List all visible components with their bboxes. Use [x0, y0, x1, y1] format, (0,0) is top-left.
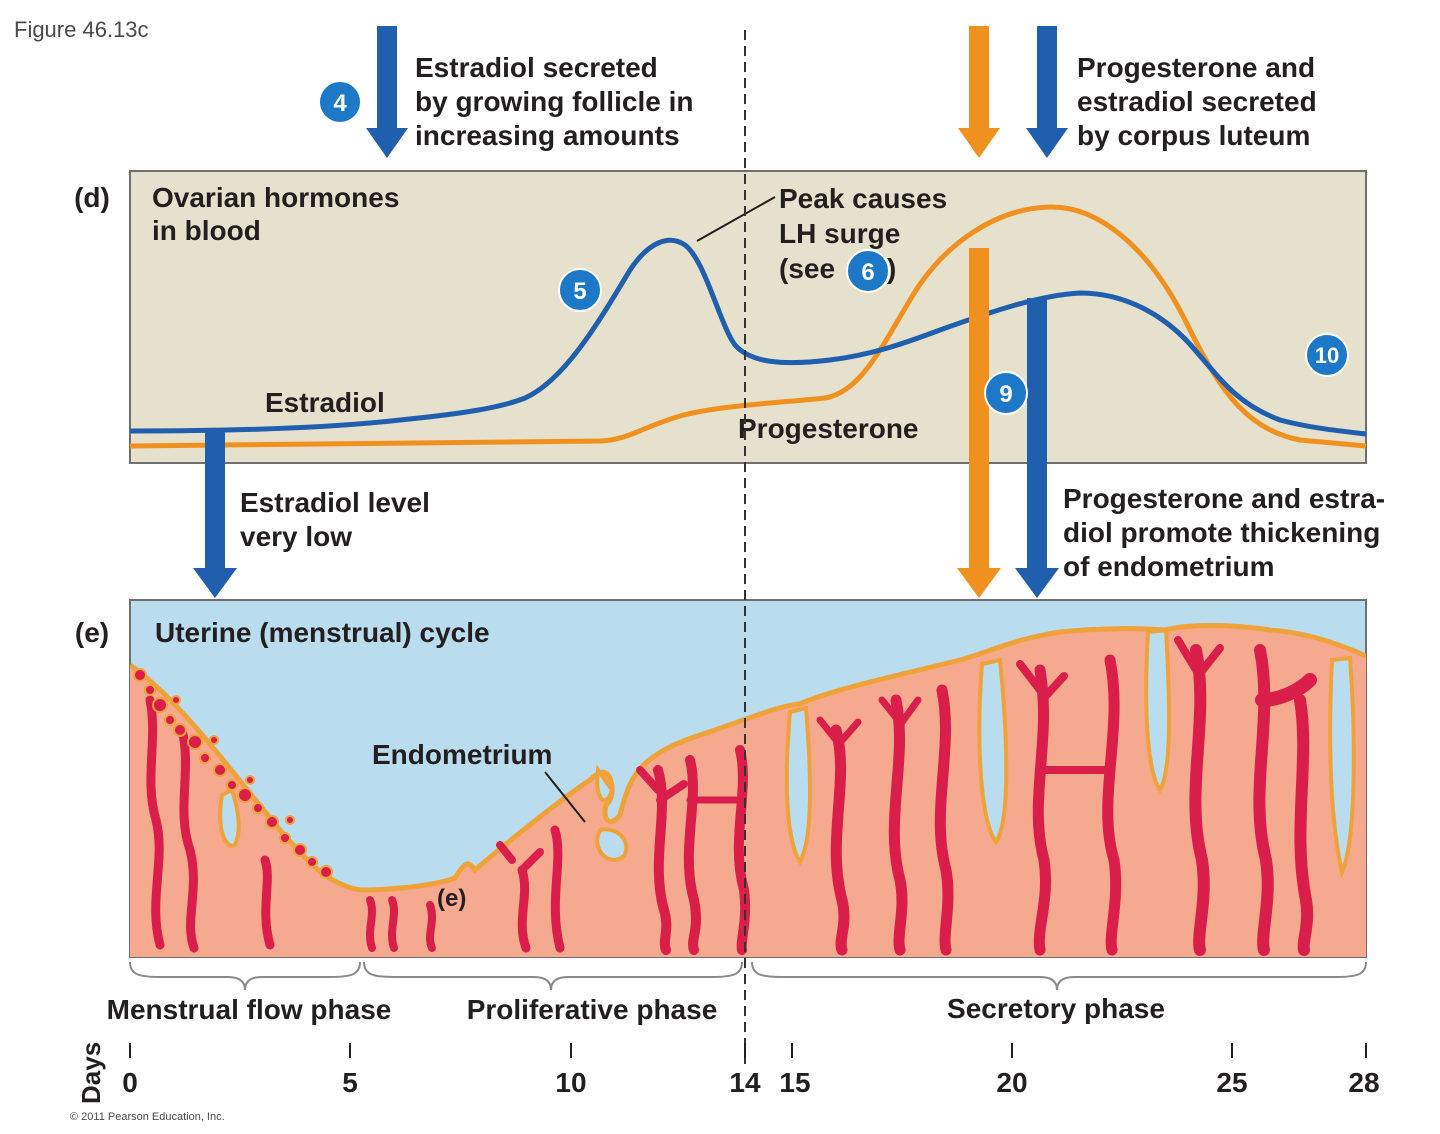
day-tick-15: 15 — [779, 1067, 810, 1098]
estradiol-curve — [130, 237, 1366, 437]
panel-e-title: Uterine (menstrual) cycle — [155, 617, 490, 648]
see-suffix: ) — [887, 253, 896, 284]
arrow-estradiol-secreted — [366, 26, 408, 158]
e-marker: (e) — [437, 885, 466, 912]
estradiol-low-line1: Estradiol level — [240, 487, 430, 518]
thickening-line2: diol promote thickening — [1063, 517, 1380, 548]
panel-d-title-line2: in blood — [152, 215, 261, 246]
day-tick-10: 10 — [555, 1067, 586, 1098]
progesterone-curve — [130, 204, 1366, 449]
phase-menstrual-flow: Menstrual flow phase — [107, 994, 392, 1025]
badge-10: 10 — [1305, 333, 1349, 377]
day-tick-20: 20 — [996, 1067, 1027, 1098]
endometrium-surface — [130, 623, 1366, 893]
day-tick-28: 28 — [1348, 1067, 1379, 1098]
badge-6: 6 — [846, 249, 890, 293]
panel-e-letter: (e) — [75, 617, 109, 648]
corpus-luteum-line3: by corpus luteum — [1077, 120, 1310, 151]
progesterone-label: Progesterone — [738, 413, 919, 444]
day-tick-0: 0 — [122, 1067, 138, 1098]
badge-4: 4 — [318, 80, 362, 124]
copyright: © 2011 Pearson Education, Inc. — [70, 1111, 225, 1123]
thickening-line1: Progesterone and estra- — [1063, 483, 1385, 514]
estradiol-secreted-line2: by growing follicle in — [415, 86, 693, 117]
day-tick-14: 14 — [729, 1067, 761, 1098]
endometrium-leader-line — [544, 771, 586, 823]
svg-text:5: 5 — [573, 278, 586, 305]
svg-text:10: 10 — [1315, 343, 1339, 368]
corpus-luteum-line1: Progesterone and — [1077, 52, 1315, 83]
peak-label-line2: LH surge — [779, 218, 900, 249]
svg-text:4: 4 — [333, 90, 347, 117]
panel-d-title-line1: Ovarian hormones — [152, 182, 399, 213]
see-prefix: (see — [779, 253, 835, 284]
phase-braces — [129, 961, 1367, 991]
panel-d-letter: (d) — [74, 182, 110, 213]
menstrual-debris — [133, 668, 333, 879]
days-axis-ticks — [129, 1043, 1367, 1058]
arrow-estradiol-thickening — [1015, 298, 1059, 598]
gland-folds — [218, 627, 1356, 879]
day-tick-5: 5 — [342, 1067, 358, 1098]
arrow-corpus-luteum-estradiol — [1026, 26, 1068, 158]
arrow-progesterone-secreted — [958, 26, 1000, 158]
svg-text:6: 6 — [861, 259, 874, 286]
badge-9: 9 — [984, 371, 1028, 415]
peak-leader-line — [696, 196, 776, 242]
figure-label: Figure 46.13c — [14, 17, 149, 42]
estradiol-low-line2: very low — [240, 521, 352, 552]
badge-5: 5 — [558, 268, 602, 312]
endometrium-tissue — [130, 625, 1366, 957]
phase-secretory: Secretory phase — [947, 993, 1165, 1024]
estradiol-secreted-line1: Estradiol secreted — [415, 52, 658, 83]
estradiol-label: Estradiol — [265, 387, 385, 418]
arrow-progesterone-thickening — [957, 248, 1001, 598]
endometrium-label: Endometrium — [372, 739, 552, 770]
thickening-line3: of endometrium — [1063, 551, 1275, 582]
day-tick-25: 25 — [1216, 1067, 1247, 1098]
arrow-estradiol-low — [193, 432, 237, 598]
peak-label-line1: Peak causes — [779, 183, 947, 214]
svg-text:9: 9 — [999, 381, 1012, 408]
corpus-luteum-line2: estradiol secreted — [1077, 86, 1317, 117]
spiral-arteries — [145, 636, 1317, 956]
days-axis-label: Days — [76, 1042, 106, 1104]
estradiol-secreted-line3: increasing amounts — [415, 120, 680, 151]
phase-proliferative: Proliferative phase — [467, 994, 718, 1025]
